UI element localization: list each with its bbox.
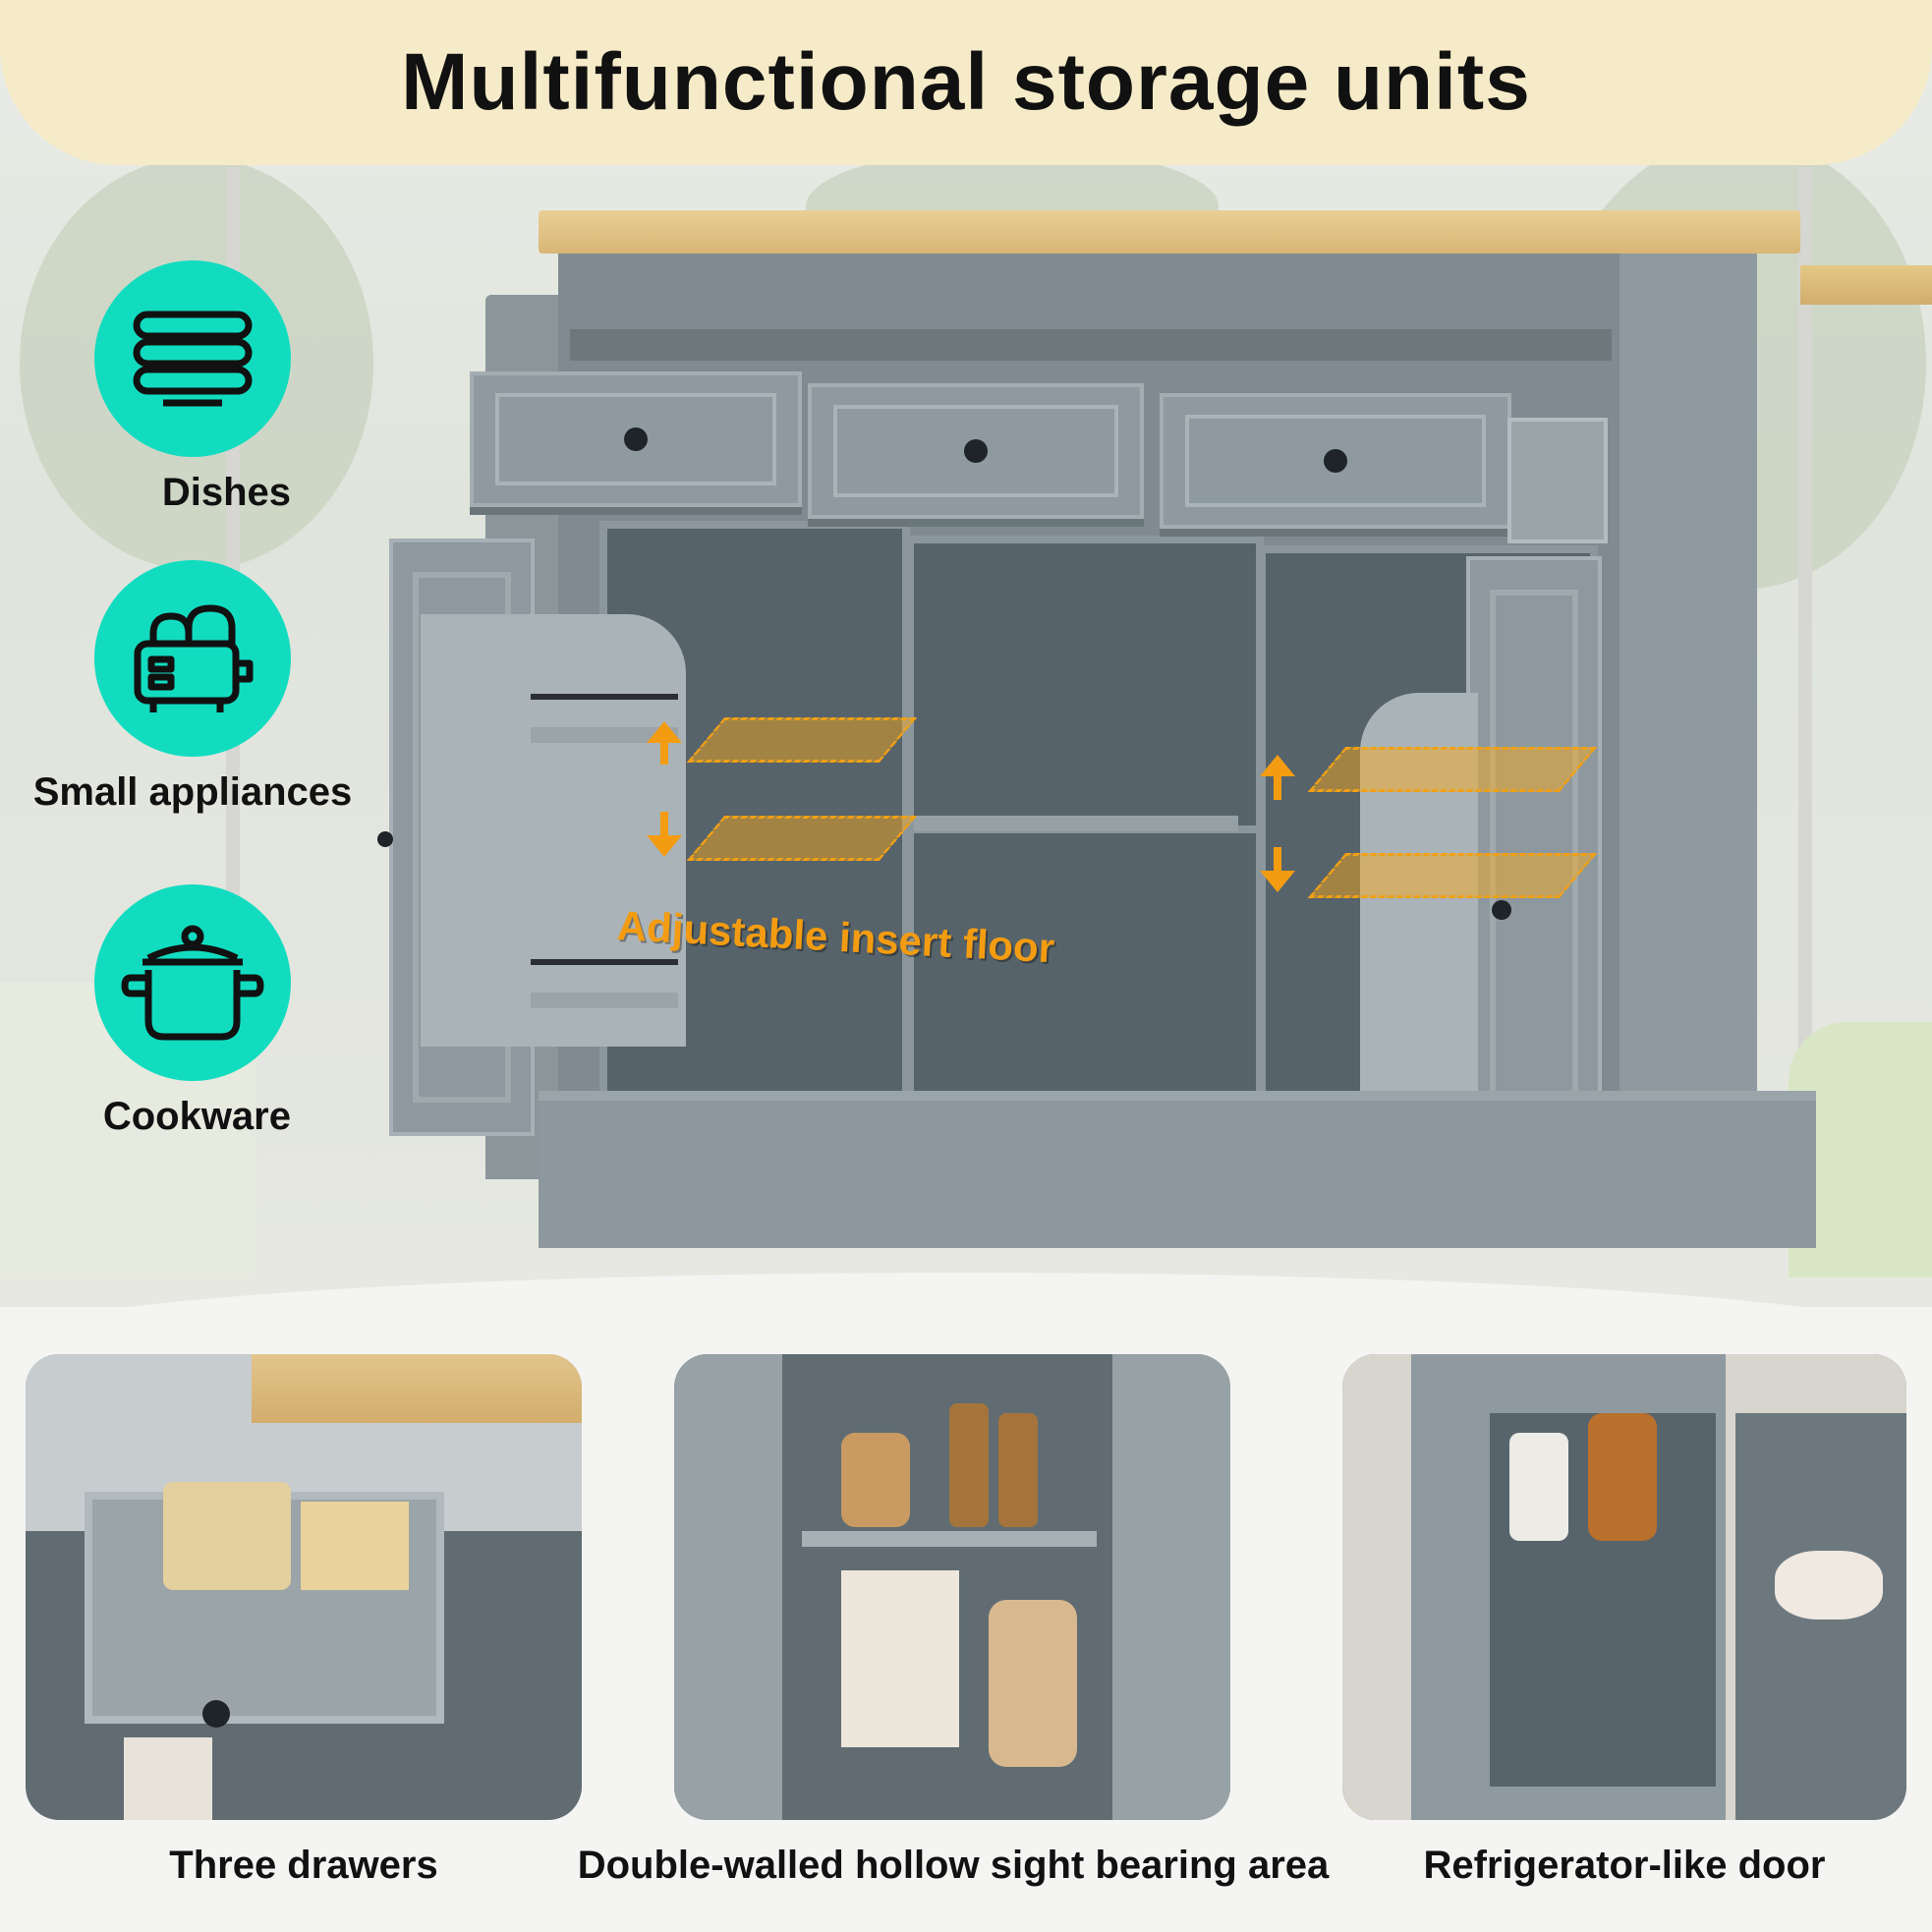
header-banner: Multifunctional storage units — [0, 0, 1932, 165]
feature-label-cookware: Cookware — [102, 1095, 291, 1138]
window-frame — [1798, 167, 1812, 1130]
door-left-rack-shelf — [531, 993, 678, 1008]
caption-three-drawers: Three drawers — [169, 1844, 438, 1887]
door-left-rail — [531, 694, 678, 700]
fixed-shelf — [914, 816, 1238, 831]
feature-label-small-appliances: Small appliances — [32, 770, 353, 814]
thumbnail-bearing-area — [674, 1354, 1230, 1820]
thumb-door-right — [1112, 1354, 1230, 1820]
drawer-left-panel — [495, 393, 776, 485]
thumb-bowls — [1775, 1551, 1883, 1619]
drawer-cavity — [570, 329, 1612, 361]
arrow-up-icon — [647, 721, 682, 743]
thumb-jar — [1588, 1413, 1657, 1541]
floor-divider — [0, 1273, 1932, 1307]
thumb-book — [841, 1570, 959, 1747]
drawer-right[interactable] — [1160, 393, 1511, 529]
drawer-right-open-side — [1507, 418, 1608, 543]
feature-cookware: Cookware — [94, 884, 291, 1139]
thumb-oil-bottle — [998, 1413, 1038, 1527]
page-title: Multifunctional storage units — [401, 37, 1531, 127]
thumb-bag — [163, 1482, 291, 1590]
thumb-bottle — [1509, 1433, 1568, 1541]
door-right-rack — [1360, 693, 1478, 1115]
dishes-icon — [133, 311, 253, 407]
arrow-stem — [1274, 774, 1281, 800]
drawer-center-panel — [833, 405, 1118, 497]
drawer-center-knob[interactable] — [964, 439, 988, 463]
feature-small-appliances: Small appliances — [33, 560, 352, 815]
caption-refrigerator-door: Refrigerator-like door — [1423, 1844, 1826, 1887]
adjustable-shelf-ghost — [686, 816, 918, 861]
thumb-pasta — [301, 1502, 409, 1590]
pot-icon — [121, 925, 264, 1041]
arrow-stem — [660, 812, 668, 835]
toaster-icon-circle — [94, 560, 291, 757]
arrow-stem — [660, 741, 668, 765]
feature-label-dishes: Dishes — [161, 471, 291, 514]
door-left-rack-shelf — [531, 727, 678, 743]
thumb-knob — [202, 1700, 230, 1728]
thumb-countertop — [252, 1354, 582, 1423]
drawer-right-knob[interactable] — [1324, 449, 1347, 473]
thumb-shelf — [802, 1531, 1097, 1547]
drawer-right-panel — [1185, 415, 1486, 507]
drawer-left-knob[interactable] — [624, 427, 648, 451]
thumb-jar — [841, 1433, 910, 1527]
door-left-rack — [421, 614, 686, 1047]
drop-leaf-extension — [1800, 265, 1932, 305]
thumb-oil-bottle — [949, 1403, 989, 1527]
caption-bearing-area: Double-walled hollow sight bearing area — [577, 1844, 1330, 1887]
feature-dishes: Dishes — [94, 260, 291, 515]
pot-icon-circle — [94, 884, 291, 1081]
arrow-down-icon — [647, 835, 682, 857]
cabinet-plinth — [539, 1091, 1816, 1248]
door-right-knob[interactable] — [1492, 900, 1511, 920]
thumbnail-door — [1342, 1354, 1906, 1820]
cabinet-right-side — [1619, 254, 1757, 1138]
thumb-jar-large — [989, 1600, 1077, 1767]
arrow-down-icon — [1260, 871, 1295, 892]
compartment-center-bottom — [906, 825, 1264, 1126]
compartment-center-top — [906, 536, 1264, 846]
door-left-rail — [531, 959, 678, 965]
cabinet-countertop — [539, 210, 1800, 254]
adjustable-shelf-ghost — [1307, 853, 1598, 898]
adjustable-shelf-ghost — [1307, 747, 1598, 792]
thumb-door-left — [674, 1354, 782, 1820]
thumb-bottle — [124, 1737, 212, 1820]
drawer-left[interactable] — [470, 371, 802, 507]
thumbnail-drawers — [26, 1354, 582, 1820]
door-right[interactable] — [1466, 556, 1602, 1154]
adjustable-shelf-ghost — [686, 717, 918, 763]
toaster-icon — [134, 604, 254, 712]
door-left-knob[interactable] — [377, 831, 393, 847]
arrow-up-icon — [1260, 755, 1295, 776]
drawer-center[interactable] — [808, 383, 1144, 519]
dishes-icon-circle — [94, 260, 291, 457]
arrow-stem — [1274, 847, 1281, 873]
